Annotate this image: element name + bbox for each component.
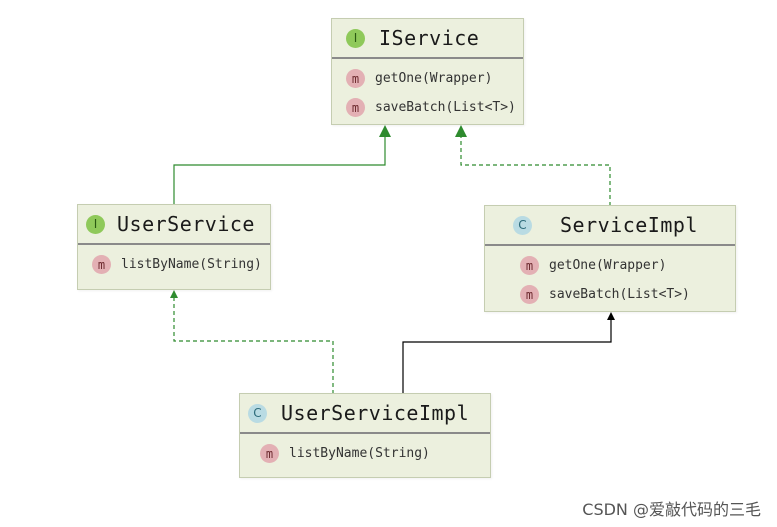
method-signature: listByName(String) — [121, 257, 262, 272]
interface-icon: I — [346, 28, 365, 48]
method-row[interactable]: m saveBatch(List<T>) — [346, 93, 523, 122]
serviceimpl-methods: m getOne(Wrapper) m saveBatch(List<T>) — [485, 246, 735, 313]
method-icon: m — [520, 285, 539, 304]
userserviceimpl-title: UserServiceImpl — [281, 401, 470, 425]
edge-userserviceimpl-to-serviceimpl — [402, 312, 615, 394]
userservice-title: UserService — [117, 212, 255, 236]
method-icon: m — [520, 256, 539, 275]
userservice-methods: m listByName(String) — [78, 245, 270, 283]
method-row[interactable]: m saveBatch(List<T>) — [520, 280, 735, 309]
class-icon: C — [513, 215, 532, 235]
method-signature: getOne(Wrapper) — [549, 258, 667, 273]
edge-serviceimpl-to-iservice — [455, 125, 611, 206]
method-row[interactable]: m getOne(Wrapper) — [346, 64, 523, 93]
iservice-node[interactable]: I IService m getOne(Wrapper) m saveBatch… — [331, 18, 524, 125]
serviceimpl-title: ServiceImpl — [560, 213, 698, 237]
userservice-node[interactable]: I UserService m listByName(String) — [77, 204, 271, 290]
watermark-text: CSDN @爱敲代码的三毛 — [582, 500, 761, 519]
method-icon: m — [260, 444, 279, 463]
method-icon: m — [92, 255, 111, 274]
iservice-methods: m getOne(Wrapper) m saveBatch(List<T>) — [332, 59, 523, 126]
iservice-title: IService — [379, 26, 480, 50]
edge-userserviceimpl-to-userservice — [170, 290, 334, 394]
method-row[interactable]: m listByName(String) — [92, 250, 270, 279]
userserviceimpl-methods: m listByName(String) — [240, 434, 490, 472]
serviceimpl-header: C ServiceImpl — [485, 206, 735, 246]
method-row[interactable]: m getOne(Wrapper) — [520, 251, 735, 280]
iservice-header: I IService — [332, 19, 523, 59]
method-signature: saveBatch(List<T>) — [375, 100, 516, 115]
class-icon: C — [248, 403, 267, 423]
userserviceimpl-node[interactable]: C UserServiceImpl m listByName(String) — [239, 393, 491, 478]
userserviceimpl-header: C UserServiceImpl — [240, 394, 490, 434]
interface-icon: I — [86, 214, 105, 234]
method-signature: listByName(String) — [289, 446, 430, 461]
edge-userservice-to-iservice — [173, 125, 391, 205]
method-icon: m — [346, 69, 365, 88]
method-signature: getOne(Wrapper) — [375, 71, 493, 86]
method-signature: saveBatch(List<T>) — [549, 287, 690, 302]
serviceimpl-node[interactable]: C ServiceImpl m getOne(Wrapper) m saveBa… — [484, 205, 736, 312]
method-row[interactable]: m listByName(String) — [260, 439, 490, 468]
userservice-header: I UserService — [78, 205, 270, 245]
method-icon: m — [346, 98, 365, 117]
